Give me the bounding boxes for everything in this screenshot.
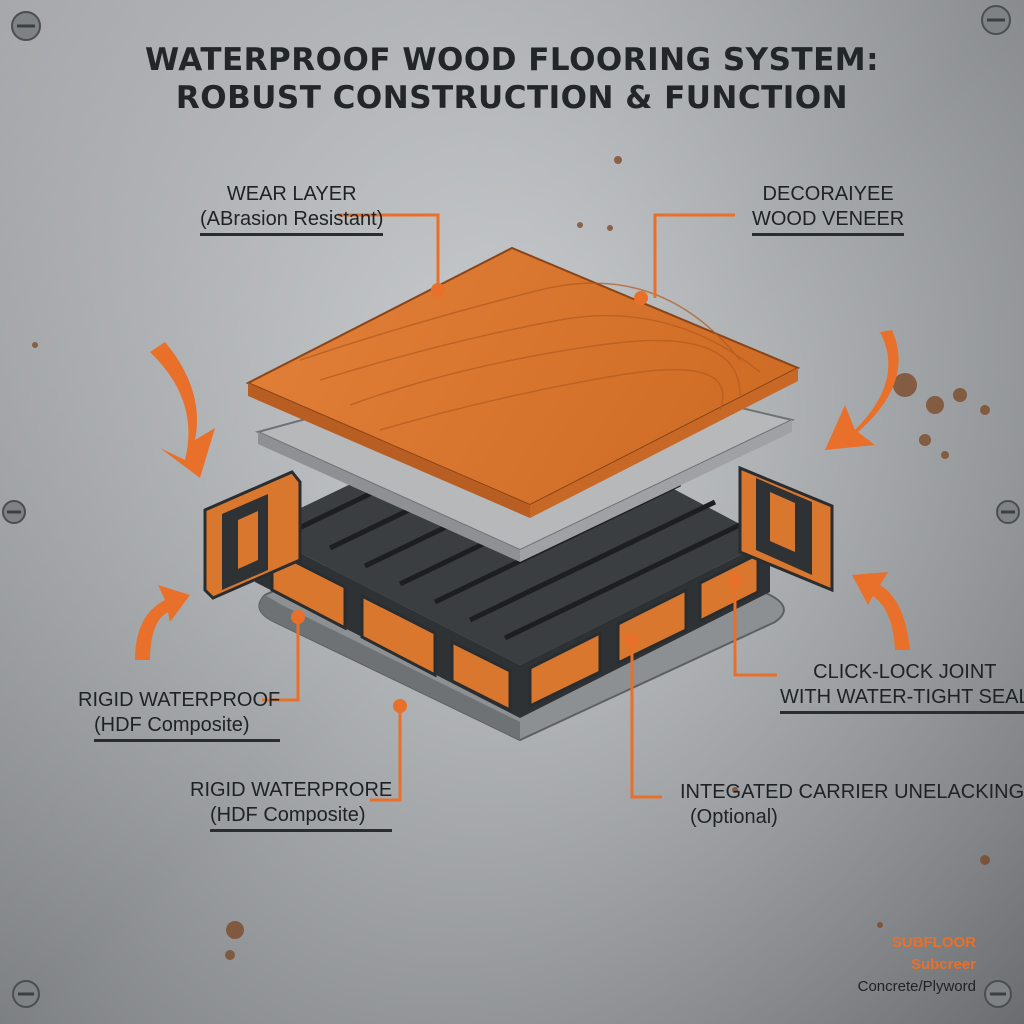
- label-line: WEAR LAYER: [226, 183, 357, 205]
- click-lock-joint-left: [203, 470, 302, 600]
- label-line: INTEGATED CARRIER UNELACKING: [680, 781, 1024, 803]
- curved-arrow-icon: [825, 330, 899, 450]
- subfloor-material: Concrete/Plyword: [857, 978, 976, 995]
- screw-icon: [984, 980, 1012, 1008]
- callout-dot: [431, 283, 445, 297]
- label-line: (Optional): [690, 806, 778, 828]
- label-line: (HDF Composite): [94, 713, 281, 742]
- label-subfloor: SUBFLOOR Subcreer Concrete/Plyword: [858, 932, 976, 998]
- callout-dot: [728, 573, 742, 587]
- callout-dot: [634, 291, 648, 305]
- callout-dot: [625, 633, 639, 647]
- curved-arrow-icon: [852, 572, 910, 650]
- label-line: WITH WATER-TIGHT SEAL: [780, 685, 1024, 714]
- subfloor-subtitle: Subcreer: [910, 956, 976, 973]
- screw-icon: [12, 980, 40, 1008]
- label-line: RIGID WATERPROOF: [78, 689, 281, 711]
- screw-icon: [981, 5, 1011, 35]
- label-wear-layer: WEAR LAYER (ABrasion Resistant): [200, 182, 384, 236]
- label-line: (ABrasion Resistant): [200, 207, 384, 236]
- screw-icon: [11, 11, 41, 41]
- page-title: WATERPROOF WOOD FLOORING SYSTEM:: [144, 42, 880, 78]
- label-line: DECORAIYEE: [762, 183, 894, 205]
- callout-leaders: [262, 213, 777, 802]
- screw-icon: [996, 500, 1020, 524]
- screw-icon: [2, 500, 26, 524]
- label-line: (HDF Composite): [210, 803, 393, 832]
- callout-dot: [291, 610, 305, 624]
- rust-stains: [32, 156, 990, 960]
- callout-dot: [393, 699, 407, 713]
- wood-veneer-layer: [245, 246, 801, 518]
- label-carrier: INTEGATED CARRIER UNELACKING (Optional): [680, 780, 1024, 830]
- label-rigid-core-2: RIGID WATERPRORE (HDF Composite): [190, 778, 393, 832]
- click-lock-joint-right: [738, 465, 834, 593]
- label-line: RIGID WATERPRORE: [190, 779, 393, 801]
- page-subtitle: ROBUST CONSTRUCTION & FUNCTION: [175, 80, 849, 116]
- curved-arrow-icon: [150, 342, 215, 478]
- label-rigid-core-1: RIGID WATERPROOF (HDF Composite): [78, 688, 281, 742]
- label-line: WOOD VENEER: [752, 207, 905, 236]
- label-click-lock: CLICK-LOCK JOINT WITH WATER-TIGHT SEAL: [780, 660, 1024, 714]
- label-line: CLICK-LOCK JOINT: [813, 661, 997, 683]
- label-veneer: DECORAIYEE WOOD VENEER: [752, 182, 905, 236]
- curved-arrow-icon: [135, 585, 190, 660]
- subfloor-title: SUBFLOOR: [891, 934, 976, 951]
